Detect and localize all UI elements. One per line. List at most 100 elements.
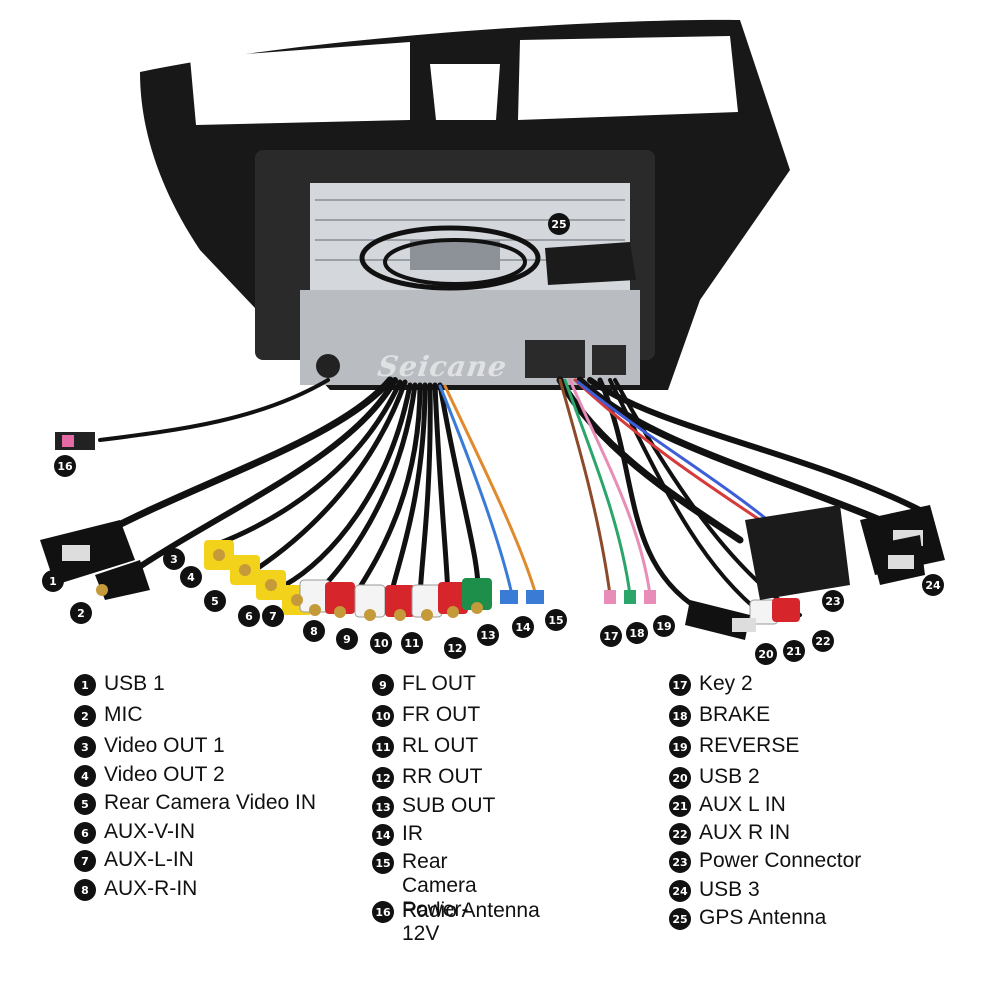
legend-item: 13 SUB OUT bbox=[372, 794, 495, 818]
legend-item: 16 Radio Antenna bbox=[372, 899, 540, 923]
legend-label: AUX R IN bbox=[699, 821, 791, 844]
callout-14: 14 bbox=[512, 616, 534, 638]
callout-20: 20 bbox=[755, 643, 777, 665]
legend-item: 2 MIC bbox=[74, 703, 143, 727]
legend-badge: 9 bbox=[372, 674, 394, 696]
legend-label: RL OUT bbox=[402, 734, 479, 757]
legend-badge: 19 bbox=[669, 736, 691, 758]
callout-15: 15 bbox=[545, 609, 567, 631]
legend-item: 22 AUX R IN bbox=[669, 821, 790, 845]
legend-item: 11 RL OUT bbox=[372, 734, 478, 758]
legend-item: 18 BRAKE bbox=[669, 703, 770, 727]
legend-badge: 24 bbox=[669, 880, 691, 902]
callout-4: 4 bbox=[180, 566, 202, 588]
legend-item: 5 Rear Camera Video IN bbox=[74, 791, 316, 815]
legend-label: MIC bbox=[104, 703, 143, 726]
legend-label: REVERSE bbox=[699, 734, 800, 757]
legend-item: 6 AUX-V-IN bbox=[74, 820, 195, 844]
callout-10: 10 bbox=[370, 632, 392, 654]
legend-label: Power Connector bbox=[699, 849, 862, 872]
legend-badge: 8 bbox=[74, 879, 96, 901]
legend-label: AUX-L-IN bbox=[104, 848, 194, 871]
legend-label: SUB OUT bbox=[402, 794, 496, 817]
legend-badge: 16 bbox=[372, 901, 394, 923]
legend-label: USB 3 bbox=[699, 878, 760, 901]
legend-badge: 10 bbox=[372, 705, 394, 727]
callout-18: 18 bbox=[626, 622, 648, 644]
legend-label: FL OUT bbox=[402, 672, 476, 695]
legend-item: 19 REVERSE bbox=[669, 734, 799, 758]
legend-label: USB 2 bbox=[699, 765, 760, 788]
callout-9: 9 bbox=[336, 628, 358, 650]
legend-badge: 23 bbox=[669, 851, 691, 873]
legend-label: RR OUT bbox=[402, 765, 483, 788]
legend-badge: 14 bbox=[372, 824, 394, 846]
legend-label: IR bbox=[402, 822, 423, 845]
legend-item: 10 FR OUT bbox=[372, 703, 480, 727]
legend-item: 7 AUX-L-IN bbox=[74, 848, 194, 872]
legend-badge: 3 bbox=[74, 736, 96, 758]
callout-16: 16 bbox=[54, 455, 76, 477]
legend-item: 24 USB 3 bbox=[669, 878, 760, 902]
legend-item: 23 Power Connector bbox=[669, 849, 861, 873]
gps-antenna bbox=[359, 225, 636, 291]
legend-item: 4 Video OUT 2 bbox=[74, 763, 225, 787]
legend-badge: 7 bbox=[74, 850, 96, 872]
legend-label: AUX-V-IN bbox=[104, 820, 196, 843]
legend-item: 20 USB 2 bbox=[669, 765, 760, 789]
legend-badge: 21 bbox=[669, 795, 691, 817]
legend-badge: 18 bbox=[669, 705, 691, 727]
legend-badge: 15 bbox=[372, 852, 394, 874]
callout-13: 13 bbox=[477, 624, 499, 646]
callout-8: 8 bbox=[303, 620, 325, 642]
callout-12: 12 bbox=[444, 637, 466, 659]
callout-3: 3 bbox=[163, 548, 185, 570]
callout-7: 7 bbox=[262, 605, 284, 627]
legend-item: 8 AUX-R-IN bbox=[74, 877, 197, 901]
legend-badge: 13 bbox=[372, 796, 394, 818]
seicane-watermark: Seicane bbox=[375, 350, 510, 383]
legend-badge: 4 bbox=[74, 765, 96, 787]
legend-label: Rear Camera Video IN bbox=[104, 791, 317, 814]
legend-badge: 2 bbox=[74, 705, 96, 727]
callout-1: 1 bbox=[42, 570, 64, 592]
legend-badge: 25 bbox=[669, 908, 691, 930]
legend-label: AUX-R-IN bbox=[104, 877, 198, 900]
legend-label: AUX L IN bbox=[699, 793, 786, 816]
legend-badge: 5 bbox=[74, 793, 96, 815]
harness-cables bbox=[86, 376, 923, 622]
callout-5: 5 bbox=[204, 590, 226, 612]
legend-label: FR OUT bbox=[402, 703, 481, 726]
legend-badge: 6 bbox=[74, 822, 96, 844]
legend-label: Video OUT 2 bbox=[104, 763, 225, 786]
connectors bbox=[40, 432, 945, 640]
legend-badge: 20 bbox=[669, 767, 691, 789]
callout-19: 19 bbox=[653, 615, 675, 637]
callout-17: 17 bbox=[600, 625, 622, 647]
callout-23: 23 bbox=[822, 590, 844, 612]
callout-6: 6 bbox=[238, 605, 260, 627]
legend-badge: 22 bbox=[669, 823, 691, 845]
legend-badge: 11 bbox=[372, 736, 394, 758]
legend-item: 14 IR bbox=[372, 822, 423, 846]
callout-22: 22 bbox=[812, 630, 834, 652]
legend-item: 1 USB 1 bbox=[74, 672, 165, 696]
legend-badge: 1 bbox=[74, 674, 96, 696]
colored-wires bbox=[438, 378, 782, 597]
legend-label: USB 1 bbox=[104, 672, 165, 695]
callout-11: 11 bbox=[401, 632, 423, 654]
legend-label: GPS Antenna bbox=[699, 906, 827, 929]
legend-item: 25 GPS Antenna bbox=[669, 906, 826, 930]
legend-badge: 17 bbox=[669, 674, 691, 696]
rca-plugs bbox=[204, 540, 800, 625]
legend-label: Radio Antenna bbox=[402, 899, 540, 922]
callout-25: 25 bbox=[548, 213, 570, 235]
legend-item: 21 AUX L IN bbox=[669, 793, 786, 817]
legend-label: Rear Camera Power-12V bbox=[402, 850, 477, 945]
legend-label: BRAKE bbox=[699, 703, 771, 726]
